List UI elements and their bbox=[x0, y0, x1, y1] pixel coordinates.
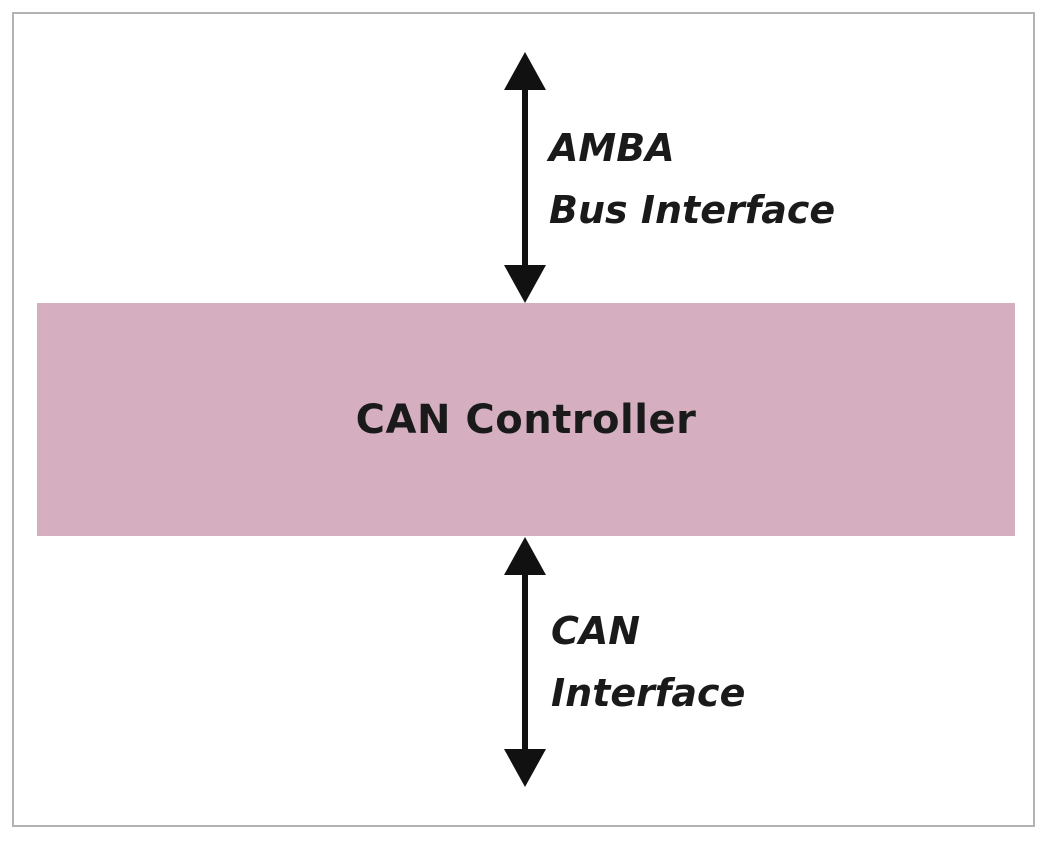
top-arrow-head-down bbox=[504, 265, 546, 303]
can-controller-block: CAN Controller bbox=[37, 303, 1015, 536]
can-interface-label: CAN Interface bbox=[551, 600, 745, 724]
amba-label-line2: Bus Interface bbox=[549, 188, 836, 232]
bottom-double-arrow-icon bbox=[504, 537, 546, 787]
amba-bus-interface-label: AMBA Bus Interface bbox=[549, 117, 835, 241]
amba-label-line1: AMBA bbox=[549, 126, 675, 170]
can-controller-label: CAN Controller bbox=[355, 396, 697, 443]
bottom-arrow-head-down bbox=[504, 749, 546, 787]
bottom-arrow-head-up bbox=[504, 537, 546, 575]
can-label-line1: CAN bbox=[551, 609, 641, 653]
top-arrow-head-up bbox=[504, 52, 546, 90]
can-label-line2: Interface bbox=[551, 671, 746, 715]
top-double-arrow-icon bbox=[504, 52, 546, 303]
